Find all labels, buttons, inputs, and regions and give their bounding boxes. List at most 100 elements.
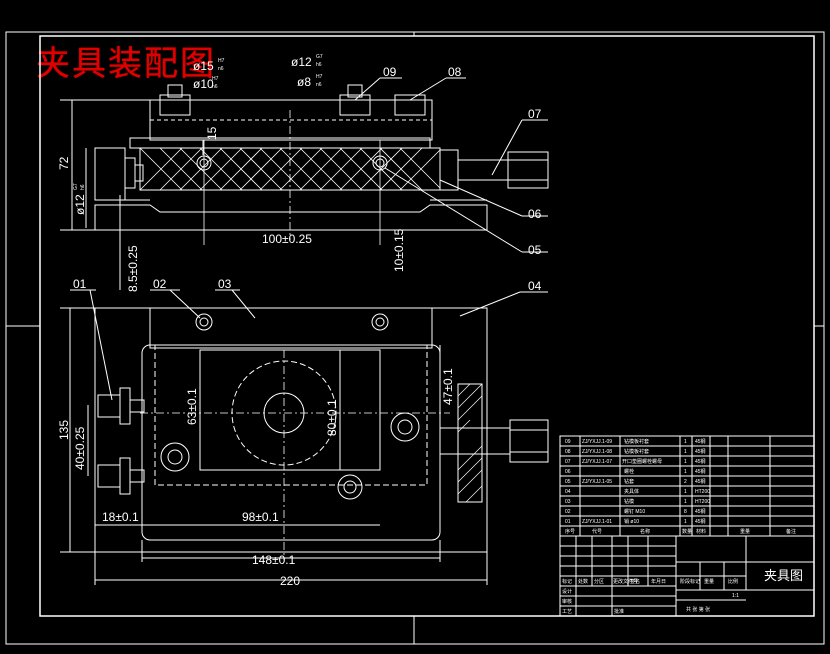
tb-label-change: 更改文件号 bbox=[613, 578, 638, 585]
bom-header-weight: 重量 bbox=[740, 528, 750, 535]
bom-no: 09 bbox=[565, 439, 571, 445]
dim-47: 47±0.1 bbox=[441, 368, 455, 405]
dim-d12: ø12 bbox=[291, 55, 312, 69]
bom-code: ZJ/YXJJ.1-08 bbox=[582, 449, 612, 455]
bom-no: 07 bbox=[565, 459, 571, 465]
front-view bbox=[60, 84, 549, 290]
bom-no: 06 bbox=[565, 469, 571, 475]
bom-mat: 45钢 bbox=[695, 438, 706, 445]
bom-code: ZJ/YXJJ.1-01 bbox=[582, 519, 612, 525]
dim-d8-fit-top: H7 bbox=[316, 74, 323, 80]
tb-label-sign: 签名 bbox=[630, 578, 640, 585]
bom-header-code: 代号 bbox=[592, 528, 602, 535]
tb-label-zone: 分区 bbox=[594, 578, 604, 585]
bom-name: 钻模板衬套 bbox=[624, 448, 649, 455]
tb-label-approve: 批准 bbox=[614, 608, 624, 615]
outer-border bbox=[5, 31, 825, 645]
dim-135: 135 bbox=[57, 420, 71, 440]
bom-mat: HT200 bbox=[695, 489, 710, 495]
bom-mat: 45钢 bbox=[695, 518, 706, 525]
title-block bbox=[559, 535, 815, 617]
dim-220: 220 bbox=[280, 574, 300, 588]
dim-98: 98±0.1 bbox=[242, 510, 279, 524]
dim-10: 10±0.15 bbox=[392, 228, 406, 272]
part-label-07: 07 bbox=[528, 107, 542, 121]
tb-label-review: 审核 bbox=[562, 598, 572, 605]
drawing-stamp: 夹具装配图 bbox=[36, 44, 216, 84]
dim-left-d12-fit-top: G7 bbox=[73, 183, 79, 190]
bom-mat: 45钢 bbox=[695, 508, 706, 515]
part-label-02: 02 bbox=[153, 277, 167, 291]
bom-qty: 1 bbox=[684, 489, 687, 495]
part-label-03: 03 bbox=[218, 277, 232, 291]
tb-label-date: 年月日 bbox=[651, 578, 666, 585]
tb-label-stage: 阶段标记 bbox=[680, 578, 700, 585]
dim-d12-fit-top: G7 bbox=[316, 54, 323, 60]
bom-header-no: 序号 bbox=[565, 528, 575, 535]
plan-view bbox=[60, 307, 549, 585]
dim-100: 100±0.25 bbox=[262, 232, 312, 246]
part-label-08: 08 bbox=[448, 65, 462, 79]
bom-name: 销 ø10 bbox=[624, 518, 639, 525]
bom-qty: 1 bbox=[684, 439, 687, 445]
bom-no: 01 bbox=[565, 519, 571, 525]
bom-qty: 8 bbox=[684, 509, 687, 515]
tb-label-count: 处数 bbox=[578, 578, 588, 585]
part-label-09: 09 bbox=[383, 65, 397, 79]
bom-code: ZJ/YXJJ.1-07 bbox=[582, 459, 612, 465]
bom-header-remark: 备注 bbox=[786, 528, 796, 535]
dim-8-5: 8.5±0.25 bbox=[126, 245, 140, 292]
dim-d10: ø10 bbox=[193, 77, 214, 91]
bom-header-qty: 数量 bbox=[682, 528, 692, 535]
part-label-06: 06 bbox=[528, 207, 542, 221]
sheet-info: 共 张 第 张 bbox=[686, 606, 710, 613]
bom-no: 08 bbox=[565, 449, 571, 455]
dim-left-d12-fit-bot: h6 bbox=[80, 184, 86, 190]
dim-left-d12: ø12 bbox=[73, 194, 87, 215]
bom-name: 夹具体 bbox=[624, 488, 639, 495]
bom-name: 钻模 bbox=[624, 498, 634, 505]
part-label-01: 01 bbox=[73, 277, 87, 291]
bom-name: 开口垫圈螺栓螺母 bbox=[622, 458, 662, 465]
dim-148: 148±0.1 bbox=[252, 553, 296, 567]
bom-mat: 45钢 bbox=[695, 458, 706, 465]
dim-72: 72 bbox=[57, 156, 71, 170]
bom-header-name: 名称 bbox=[640, 528, 650, 535]
dim-40: 40±0.25 bbox=[73, 426, 87, 470]
bom-name: 螺栓 bbox=[624, 468, 634, 475]
bom-no: 03 bbox=[565, 499, 571, 505]
tb-label-design: 设计 bbox=[562, 588, 572, 595]
bom-qty: 1 bbox=[684, 519, 687, 525]
tb-label-weight: 重量 bbox=[704, 578, 714, 585]
bom-code: ZJ/YXJJ.1-09 bbox=[582, 439, 612, 445]
bom-mat: 45钢 bbox=[695, 478, 706, 485]
tb-label-scale: 比例 bbox=[728, 578, 738, 585]
tb-label-process: 工艺 bbox=[562, 609, 572, 615]
bom-qty: 1 bbox=[684, 449, 687, 455]
dim-18: 18±0.1 bbox=[102, 510, 139, 524]
tb-label-mark: 标记 bbox=[562, 578, 572, 585]
bom-qty: 1 bbox=[684, 469, 687, 475]
leader-lines bbox=[70, 77, 548, 401]
bom-name: 钻套 bbox=[624, 478, 634, 485]
bom-qty: 1 bbox=[684, 459, 687, 465]
dim-d12-fit-bot: h6 bbox=[316, 62, 322, 68]
bom-no: 02 bbox=[565, 509, 571, 515]
bom-mat: HT200 bbox=[695, 499, 710, 505]
bom-mat: 45钢 bbox=[695, 468, 706, 475]
bom-name: 钻模板衬套 bbox=[624, 438, 649, 445]
bom-no: 04 bbox=[565, 489, 571, 495]
dim-d8: ø8 bbox=[297, 75, 311, 89]
bom-qty: 2 bbox=[684, 479, 687, 485]
bom-header-mat: 材料 bbox=[696, 528, 706, 535]
bom-no: 05 bbox=[565, 479, 571, 485]
dim-63: 63±0.1 bbox=[185, 388, 199, 425]
drawing-title: 夹具图 bbox=[764, 569, 803, 584]
dim-d8-fit-bot: n6 bbox=[316, 82, 322, 88]
dim-d10-fit-bot: n6 bbox=[212, 84, 218, 90]
dim-d15-fit-bot: n6 bbox=[218, 66, 224, 72]
dim-80: 80±0.1 bbox=[325, 399, 339, 436]
dim-d10-fit-top: H7 bbox=[212, 76, 219, 82]
bom-mat: 45钢 bbox=[695, 448, 706, 455]
